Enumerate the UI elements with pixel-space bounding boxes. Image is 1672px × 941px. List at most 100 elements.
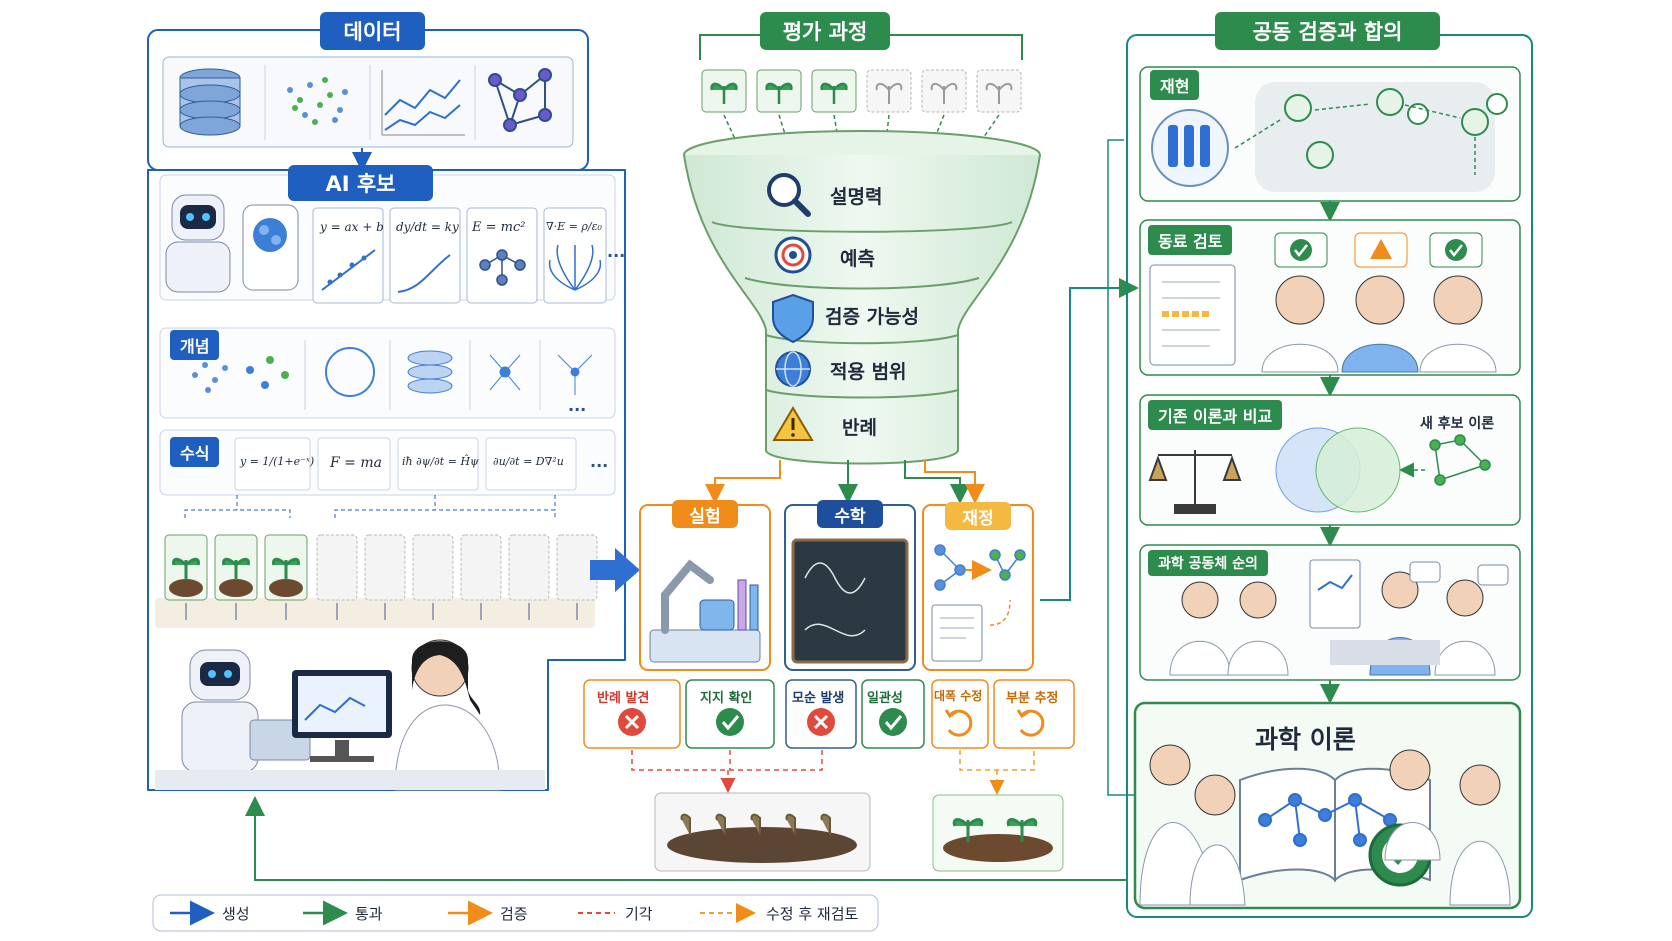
legend-verify-label: 검증 — [500, 905, 528, 923]
robot-icon — [165, 194, 231, 293]
major-revision-icon — [944, 709, 973, 737]
outcome-counterexample: 반례 발견 — [597, 691, 650, 706]
balance-scale-icon — [1148, 450, 1242, 514]
consensus-title: 공동 검증과 합의 — [1215, 12, 1440, 50]
experiment-title: 실험 — [672, 500, 738, 528]
concept-network-icon — [246, 356, 289, 389]
reinterpret-title: 재정 — [945, 502, 1011, 530]
formula-logistic: y = 1/(1+e⁻ˣ) — [240, 455, 315, 468]
verification-panel — [583, 504, 1075, 872]
funnel-shape — [683, 130, 1041, 465]
linear-fit-plot-icon — [321, 249, 376, 291]
scientist-illustration — [394, 639, 501, 791]
contradiction-x-icon — [807, 708, 835, 736]
legend — [152, 894, 879, 932]
document-icon — [931, 604, 983, 662]
candidate-more: ... — [607, 242, 626, 261]
criterion-scope: 적용 범위 — [830, 361, 907, 383]
formula-label: 수식 — [170, 437, 220, 467]
formula-newton: F = ma — [330, 455, 382, 471]
theory-venn-icon — [1275, 427, 1401, 513]
consensus-panel — [1126, 34, 1533, 918]
feedback-arrow — [245, 796, 1127, 881]
wilted-sprout-cards — [316, 534, 598, 601]
criterion-counterexample: 반례 — [842, 417, 877, 439]
target-icon — [774, 236, 812, 274]
down-arrows — [185, 603, 578, 620]
step-community: 과학 공동체 순의 — [1148, 550, 1268, 576]
partial-revision-icon — [1016, 709, 1045, 737]
input-sprout-boxes — [701, 69, 1022, 113]
molecule-icon — [479, 249, 526, 286]
outcome-consistency: 일관성 — [867, 691, 903, 706]
outcome-contradiction: 모순 발생 — [792, 691, 845, 706]
formula-more: ... — [590, 452, 609, 471]
replication-flasks — [1284, 88, 1489, 169]
robot-arm-lab-icon — [649, 559, 761, 663]
community-discussion-illustration — [1169, 559, 1509, 676]
consistency-check-icon — [879, 708, 907, 736]
blackboard-icon — [791, 538, 909, 664]
step-replication: 재현 — [1150, 70, 1200, 100]
evaluation-title: 평가 과정 — [760, 12, 890, 50]
revision-network-icon — [934, 544, 1026, 591]
outcome-supported: 지지 확인 — [700, 691, 753, 706]
healthy-sprout-cards — [164, 534, 308, 601]
concept-cluster-icon — [192, 362, 228, 393]
globe-icon — [775, 351, 811, 387]
revised-sprouts-icon — [952, 818, 1038, 842]
math-title: 수학 — [817, 500, 883, 528]
criterion-prediction: 예측 — [840, 248, 875, 270]
test-tube-rack-icon — [1151, 109, 1229, 187]
exponential-curve-icon — [397, 254, 451, 293]
evaluation-panel — [683, 34, 1041, 504]
outcome-partial-revision: 부분 추정 — [1006, 691, 1059, 706]
legend-generate-label: 생성 — [222, 905, 250, 923]
legend-reject-label: 기각 — [625, 905, 653, 923]
cycle-icon — [325, 347, 375, 397]
concept-more: ... — [568, 396, 587, 415]
ai-candidates-title: AI 후보 — [288, 165, 433, 201]
layers-icon — [407, 350, 453, 394]
robot-at-laptop-illustration — [181, 649, 311, 773]
review-document-icon — [1149, 264, 1236, 366]
generation-arrow — [590, 548, 640, 592]
step-peer-review: 동료 검토 — [1148, 225, 1233, 255]
network-graph-icon — [488, 68, 552, 132]
legend-revise-label: 수정 후 재검토 — [766, 905, 859, 923]
formula-diffusion: ∂u/∂t = D∇²u — [493, 455, 564, 468]
reviewers-illustration — [1261, 275, 1497, 373]
magnifier-icon — [767, 173, 811, 217]
database-icon — [179, 68, 241, 136]
equation-linear: y = ax + b — [320, 220, 384, 234]
tree-network-icon — [557, 354, 593, 395]
outcome-major-revision: 대폭 수정 — [934, 689, 983, 703]
data-title: 데이터 — [320, 12, 425, 50]
equation-exponential: dy/dt = ky — [396, 220, 459, 234]
data-panel — [147, 29, 589, 172]
criterion-explanatory: 설명력 — [830, 186, 883, 208]
reject-x-icon — [618, 708, 646, 736]
wilted-sprouts-icon — [680, 813, 831, 835]
ai-candidates-panel — [147, 169, 626, 791]
replication-check-icons — [1407, 93, 1508, 125]
step-compare-theory: 기존 이론과 비교 — [1148, 400, 1283, 430]
pass-to-consensus-arrow — [1040, 278, 1139, 601]
new-candidate-label: 새 후보 이론 — [1420, 416, 1495, 432]
equation-gauss: ∇·E = ρ/ε₀ — [546, 220, 602, 233]
line-chart-icon — [381, 70, 465, 136]
hub-network-icon — [489, 354, 521, 391]
warning-icon — [772, 406, 814, 441]
pass-check-icon — [716, 708, 744, 736]
field-lines-icon — [548, 244, 602, 291]
final-scientists-illustration — [1139, 744, 1511, 906]
monitor-illustration — [292, 670, 392, 762]
formula-schrodinger: iħ ∂ψ/∂t = Ĥψ — [402, 455, 479, 468]
equation-mass-energy: E = mc² — [472, 220, 526, 235]
brain-bubble-icon — [242, 204, 299, 291]
final-theory-label: 과학 이론 — [1255, 725, 1356, 754]
reviewer-badges — [1274, 232, 1483, 268]
soil-strip — [155, 598, 595, 628]
legend-pass-label: 통과 — [355, 905, 383, 923]
